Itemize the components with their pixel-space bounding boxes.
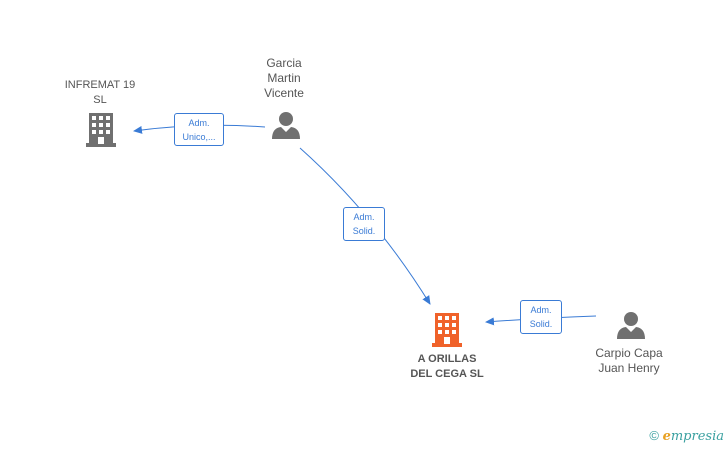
- edge-label-line: Unico,...: [182, 132, 216, 142]
- node-label-line: Carpio Capa: [595, 346, 663, 360]
- node-label-line: DEL CEGA SL: [410, 368, 484, 380]
- edge-label-line: Adm.: [530, 305, 552, 315]
- edge-label-line: Solid.: [529, 319, 553, 329]
- edge-label-line: Adm.: [188, 118, 210, 128]
- brand-logo: empresia: [662, 429, 724, 444]
- brand-footer: © empresia: [649, 428, 724, 444]
- node-label-orillas[interactable]: A ORILLAS DEL CEGA SL: [385, 352, 509, 382]
- node-label-garcia[interactable]: Garcia Martin Vicente: [244, 56, 324, 101]
- node-label-line: INFREMAT 19: [64, 79, 136, 91]
- node-label-carpio[interactable]: Carpio Capa Juan Henry: [584, 346, 674, 376]
- node-label-line: Juan Henry: [598, 361, 660, 375]
- edge-label-garcia-orillas[interactable]: Adm. Solid.: [343, 207, 385, 241]
- copyright-symbol: ©: [649, 428, 659, 443]
- person-icon[interactable]: [617, 312, 645, 339]
- building-icon[interactable]: [86, 113, 116, 147]
- node-label-line: Vicente: [264, 86, 304, 100]
- edge-label-carpio-orillas[interactable]: Adm. Solid.: [520, 300, 562, 334]
- node-label-line: A ORILLAS: [417, 353, 477, 365]
- node-label-inframat[interactable]: INFREMAT 19 SL: [54, 78, 146, 108]
- person-icon[interactable]: [272, 112, 300, 139]
- node-label-line: Garcia: [266, 56, 302, 70]
- node-label-line: SL: [93, 94, 107, 106]
- node-label-line: Martin: [267, 71, 301, 85]
- building-icon[interactable]: [432, 313, 462, 347]
- edge-label-line: Adm.: [353, 212, 375, 222]
- edge-label-garcia-inframat[interactable]: Adm. Unico,...: [174, 113, 224, 146]
- edge-label-line: Solid.: [352, 226, 376, 236]
